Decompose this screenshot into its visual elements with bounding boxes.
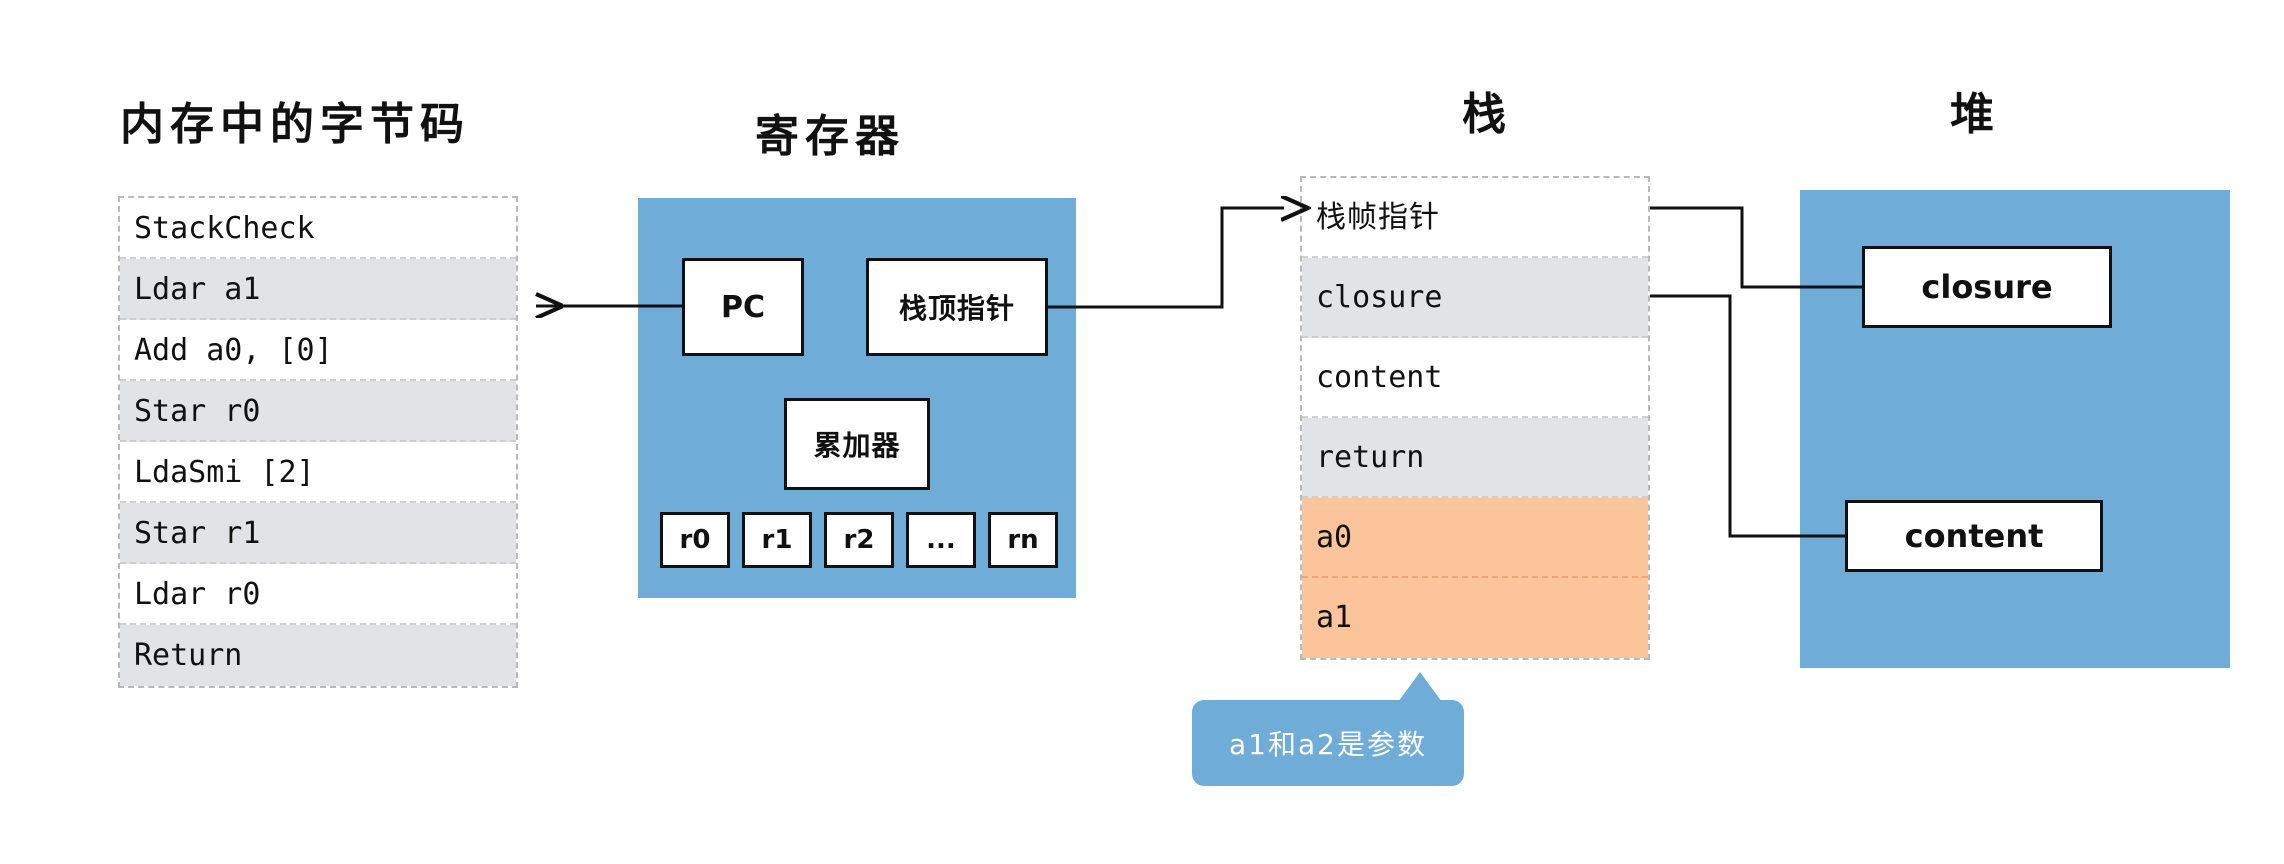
stack-row-frame-pointer: 栈帧指针: [1302, 178, 1648, 258]
stack-row-closure: closure: [1302, 258, 1648, 338]
pc-box: PC: [682, 258, 804, 356]
bytecode-row: Add a0, [0]: [120, 320, 516, 381]
bytecode-row: Star r0: [120, 381, 516, 442]
bytecode-column-title: 内存中的字节码: [120, 99, 470, 150]
register-slot-r1: r1: [742, 512, 812, 568]
stack-row-a0: a0: [1302, 498, 1648, 578]
heap-content-box: content: [1845, 500, 2103, 572]
bytecode-row: Return: [120, 625, 516, 686]
parameters-callout: a1和a2是参数: [1192, 700, 1464, 786]
register-slot-rn: rn: [988, 512, 1058, 568]
bytecode-row: Star r1: [120, 503, 516, 564]
bytecode-row: Ldar r0: [120, 564, 516, 625]
heap-column-title: 堆: [1950, 89, 2000, 140]
register-slot-r2: r2: [824, 512, 894, 568]
heap-closure-box: closure: [1862, 246, 2112, 328]
stack-row-content: content: [1302, 338, 1648, 418]
bytecode-list: StackCheck Ldar a1 Add a0, [0] Star r0 L…: [118, 196, 518, 688]
stack-list: 栈帧指针 closure content return a0 a1: [1300, 176, 1650, 660]
register-slot-ellipsis: ...: [906, 512, 976, 568]
bytecode-row: StackCheck: [120, 198, 516, 259]
stack-top-pointer-box: 栈顶指针: [866, 258, 1048, 356]
bytecode-row: Ldar a1: [120, 259, 516, 320]
stack-column-title: 栈: [1462, 89, 1512, 140]
register-column-title: 寄存器: [755, 111, 905, 162]
stack-row-a1: a1: [1302, 578, 1648, 658]
stack-row-return: return: [1302, 418, 1648, 498]
accumulator-box: 累加器: [784, 398, 930, 490]
register-slot-r0: r0: [660, 512, 730, 568]
callout-pointer-arrow-icon: [1398, 672, 1442, 702]
bytecode-row: LdaSmi [2]: [120, 442, 516, 503]
connector-stack-top-pointer-to-frame-pointer: [1048, 208, 1284, 309]
